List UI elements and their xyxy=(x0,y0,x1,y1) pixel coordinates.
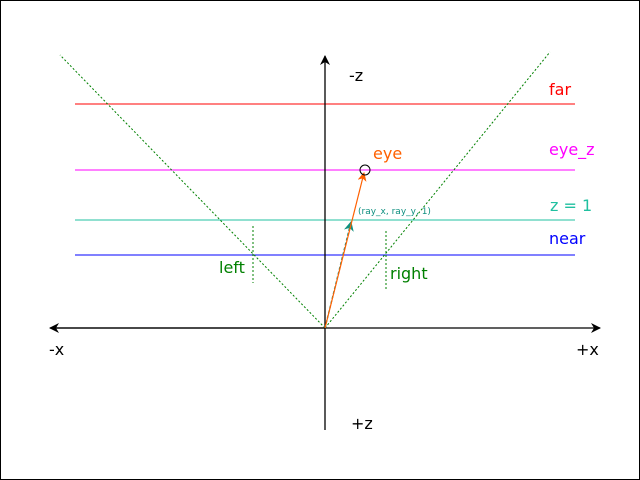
near-label: near xyxy=(549,229,586,248)
z-eq-1-label: z = 1 xyxy=(550,196,592,215)
pos-x-label: +x xyxy=(576,340,599,359)
frustum-left-edge xyxy=(59,54,326,329)
neg-x-label: -x xyxy=(49,340,64,359)
neg-z-label: -z xyxy=(349,66,363,85)
pos-z-label: +z xyxy=(351,414,373,433)
left-label: left xyxy=(219,258,245,277)
eye-point xyxy=(359,164,371,176)
eye-arrow xyxy=(324,172,367,329)
eye-label: eye xyxy=(373,144,402,163)
far-label: far xyxy=(549,80,571,99)
ray-point-label: (ray_x, ray_y, 1) xyxy=(358,207,431,217)
eye-z-label: eye_z xyxy=(549,140,595,160)
right-label: right xyxy=(390,264,428,283)
frustum-right-edge xyxy=(324,51,551,329)
